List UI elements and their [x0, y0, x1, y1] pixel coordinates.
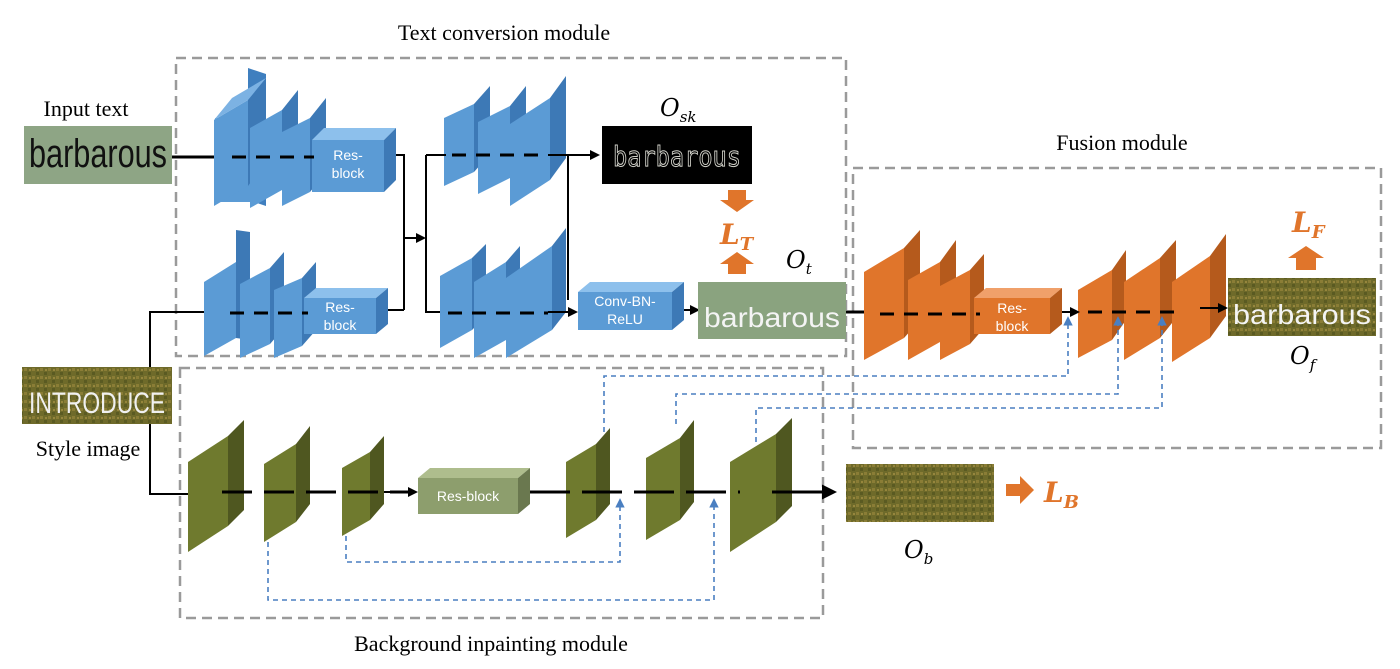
of-to-lf-arrow — [1288, 246, 1324, 270]
skip-connection-fusion-3 — [755, 316, 1167, 442]
background-layers: Res-block — [188, 418, 792, 552]
res-block-mid-label-1: Res- — [325, 299, 355, 315]
skip-connections — [267, 316, 1167, 601]
skeleton-to-bottom — [566, 154, 569, 300]
conv-layer — [730, 418, 792, 552]
o-f-label: Of — [1290, 342, 1318, 374]
conv-layer — [342, 436, 384, 536]
conv-layer — [646, 420, 694, 540]
l-b-label: LB — [1043, 476, 1079, 513]
res-block-fusion-label-2: block — [996, 318, 1030, 334]
l-t-label: LT — [719, 218, 755, 255]
encoder-top-out — [396, 154, 405, 310]
conv-layer — [566, 428, 610, 538]
l-t-loss-arrows — [720, 190, 754, 274]
o-b-image — [846, 464, 994, 522]
o-f-word: barbarous — [1233, 299, 1371, 330]
text-conversion-layers: Res- block Res- block Conv-BN- ReLU — [204, 76, 684, 358]
style-image-label: Style image — [36, 436, 140, 461]
osk-to-lt-arrow — [720, 190, 754, 212]
fusion-module: Fusion module — [851, 130, 1383, 450]
fusion-module-title: Fusion module — [1056, 130, 1187, 155]
res-block-top-label-2: block — [332, 165, 366, 181]
input-text-image: barbarous — [24, 126, 172, 184]
o-sk-label: Osk — [660, 94, 696, 126]
conv-layer — [1124, 240, 1176, 360]
o-sk-word: barbarous — [613, 140, 741, 173]
style-image: INTRODUCE — [22, 367, 172, 424]
input-text-label: Input text — [44, 96, 129, 121]
conv-layer — [188, 420, 244, 552]
ob-to-lb-arrow — [1006, 476, 1034, 504]
o-f-image: barbarous — [1228, 278, 1376, 336]
style-to-background-flow — [149, 424, 188, 495]
conv-bn-relu-label-1: Conv-BN- — [594, 293, 656, 309]
res-block-top-label-1: Res- — [333, 147, 363, 163]
ot-to-lt-arrow — [720, 252, 754, 274]
text-conversion-module: Text conversion module — [174, 20, 848, 358]
o-t-word: barbarous — [704, 302, 840, 333]
res-block-mid-label-2: block — [324, 317, 358, 333]
res-block-bg-label: Res-block — [437, 488, 500, 504]
res-block-fusion-label-1: Res- — [997, 300, 1027, 316]
conv-layer — [1172, 234, 1226, 362]
background-inpainting-module-title: Background inpainting module — [354, 631, 628, 656]
conv-bn-relu-label-2: ReLU — [607, 311, 643, 327]
res-block-top: Res- block — [312, 128, 396, 192]
conv-layer — [264, 426, 310, 542]
res-block-bg: Res-block — [418, 468, 530, 514]
res-block-fusion: Res- block — [974, 288, 1062, 334]
input-text-word: barbarous — [29, 132, 167, 176]
skip-connection-fusion-1 — [603, 316, 1073, 432]
res-block-mid: Res- block — [304, 288, 388, 334]
text-conversion-module-title: Text conversion module — [398, 20, 610, 45]
style-to-text-conversion-flow — [149, 311, 206, 367]
l-f-label: LF — [1291, 206, 1326, 243]
style-image-word: INTRODUCE — [29, 387, 165, 420]
skip-connection-bg-1 — [345, 498, 625, 563]
conv-bn-relu-block: Conv-BN- ReLU — [578, 282, 684, 330]
o-sk-image: barbarous — [602, 126, 752, 184]
o-b-label: Ob — [904, 536, 933, 568]
o-t-image: barbarous — [698, 282, 846, 339]
conv-layer — [506, 228, 566, 358]
skip-connection-bg-2 — [267, 498, 719, 601]
o-t-label: Ot — [786, 246, 813, 278]
fusion-layers: Res- block — [864, 230, 1226, 362]
branch-split — [425, 155, 440, 313]
